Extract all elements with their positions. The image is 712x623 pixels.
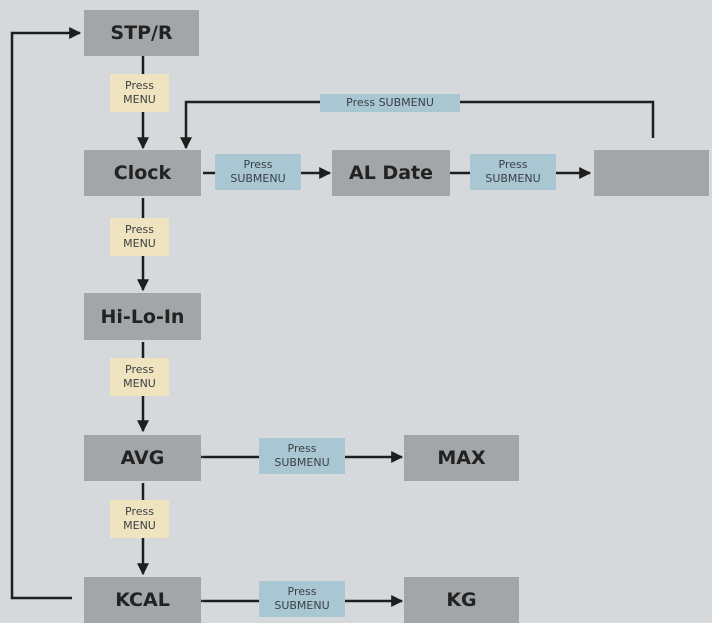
label-press-text: Press [287,442,317,455]
label-press-text: Press [287,585,317,598]
node-clock: Clock [84,150,201,196]
label-press-submenu-avg: Press SUBMENU [259,438,345,474]
label-press-text: Press [243,158,273,171]
label-submenu-text: SUBMENU [274,599,330,612]
label-press-text: Press [125,79,154,92]
label-menu-text: MENU [123,377,156,390]
arrow-kcal-stp-loop [10,27,82,600]
node-kcal: KCAL [84,577,201,623]
label-press-submenu-clock: Press SUBMENU [215,154,301,190]
node-blank [594,150,709,196]
label-press-submenu-aldate: Press SUBMENU [470,154,556,190]
node-max: MAX [404,435,519,481]
label-press-text: Press [498,158,528,171]
label-submenu-text: SUBMENU [485,172,541,185]
label-press-submenu-top: Press SUBMENU [320,94,460,112]
node-stp-r: STP/R [84,10,199,56]
label-menu-text: MENU [123,519,156,532]
label-menu-text: MENU [123,93,156,106]
label-press-text: Press [125,223,154,236]
node-avg: AVG [84,435,201,481]
label-press-menu-3: Press MENU [110,358,169,396]
label-submenu-text: SUBMENU [230,172,286,185]
node-hi-lo-in: Hi-Lo-In [84,293,201,340]
label-submenu-text: SUBMENU [274,456,330,469]
label-press-text: Press [125,363,154,376]
label-press-menu-1: Press MENU [110,74,169,112]
label-press-text: Press [125,505,154,518]
label-press-menu-2: Press MENU [110,218,169,256]
label-press-submenu-kcal: Press SUBMENU [259,581,345,617]
label-menu-text: MENU [123,237,156,250]
label-press-menu-4: Press MENU [110,500,169,538]
label-press-submenu-text: Press SUBMENU [346,96,434,109]
node-kg: KG [404,577,519,623]
node-al-date: AL Date [332,150,450,196]
